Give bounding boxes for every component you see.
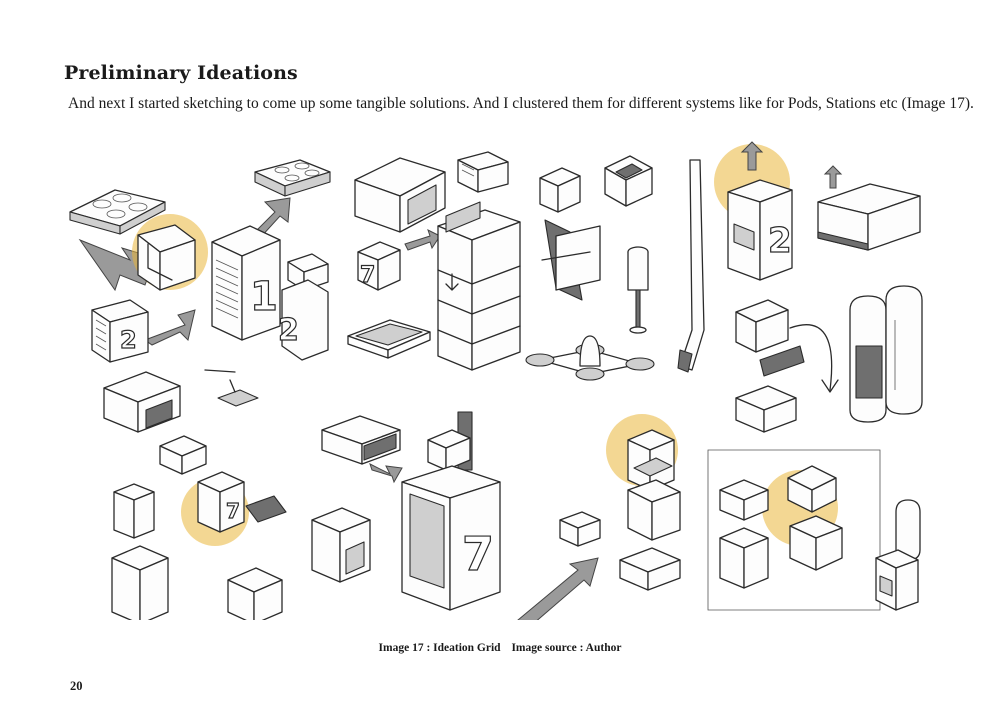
svg-text:2: 2 [278, 313, 299, 348]
svg-text:2: 2 [120, 326, 137, 354]
caption-label: Image 17 : Ideation Grid [378, 642, 501, 654]
figure-caption: Image 17 : Ideation Grid Image source : … [0, 642, 1000, 654]
svg-text:7: 7 [462, 527, 494, 581]
sketch-cluster-pods-a: 2 1 2 [69, 159, 331, 363]
sketch-cluster-modules-g [517, 414, 681, 631]
sketch-cluster-stations-b: 7 [347, 151, 521, 371]
caption-source: Image source : Author [511, 642, 622, 654]
sketch-cluster-modules-c [525, 155, 655, 381]
page-heading: Preliminary Ideations [64, 62, 298, 84]
svg-text:7: 7 [226, 499, 240, 523]
page-number: 20 [70, 679, 83, 693]
svg-text:7: 7 [360, 263, 375, 288]
sketch-cluster-pods-e: 7 [103, 369, 287, 625]
svg-text:2: 2 [768, 221, 792, 261]
svg-text:1: 1 [250, 274, 278, 320]
sketch-cluster-stations-d: 2 [677, 141, 923, 433]
sketch-cluster-modules-h [707, 449, 921, 611]
ideation-grid-figure: 2 1 2 [60, 140, 950, 631]
sketch-cluster-stations-f: 7 [311, 411, 501, 611]
intro-paragraph: And next I started sketching to come up … [68, 95, 974, 112]
